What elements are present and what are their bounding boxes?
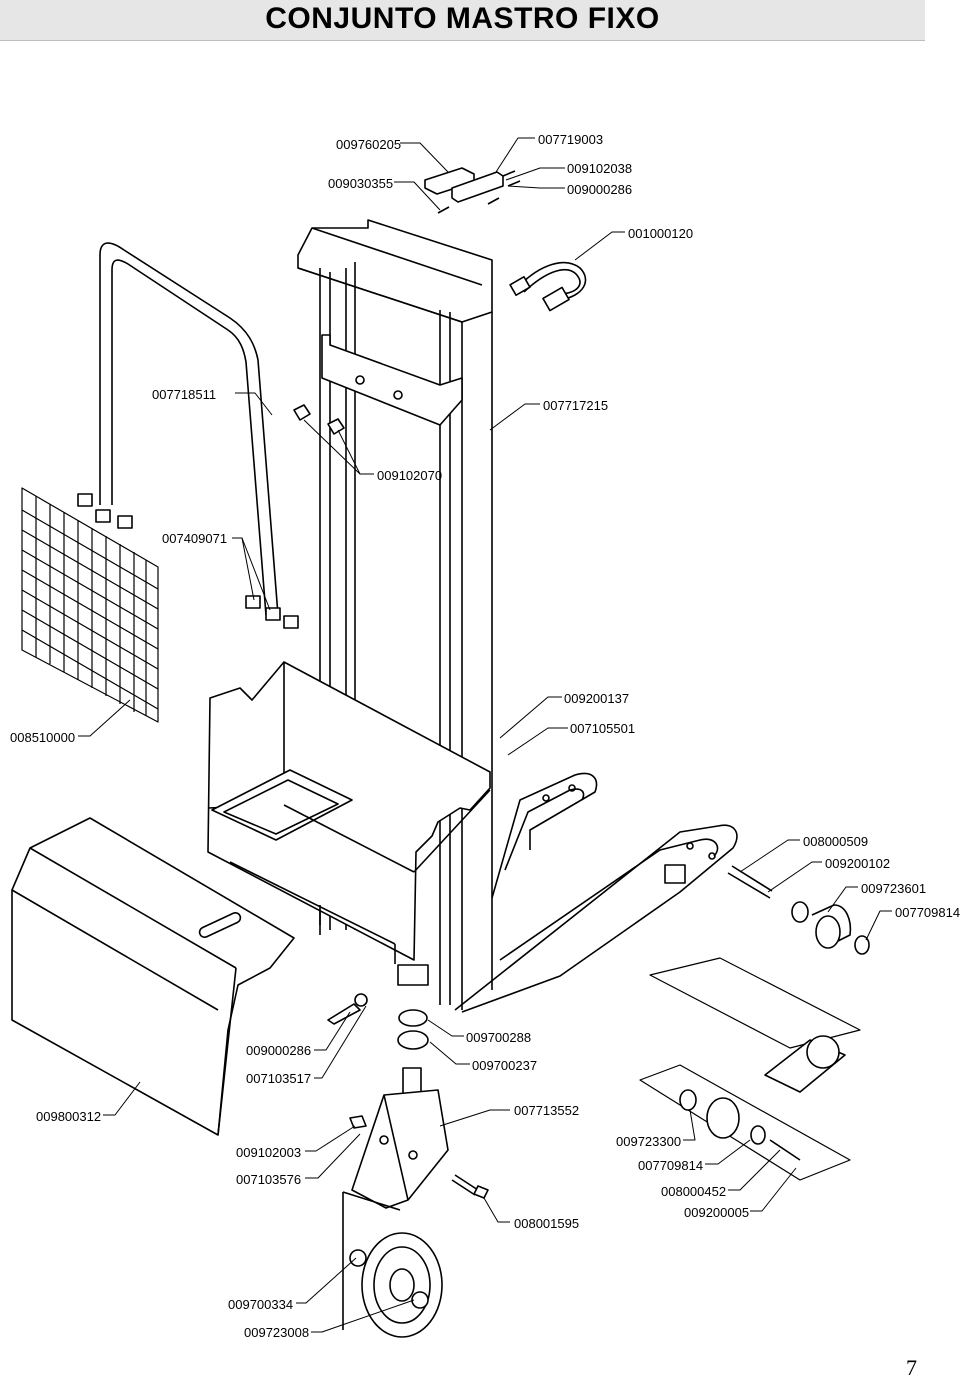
part-label: 008000452 [661, 1184, 726, 1199]
platform-box [207, 661, 491, 964]
page-number: 7 [906, 1355, 917, 1380]
part-label: 009200137 [564, 691, 629, 706]
part-label: 008510000 [10, 730, 75, 745]
wheel-fork [342, 1089, 489, 1330]
part-label: 009102070 [377, 468, 442, 483]
link-plate-assembly [639, 957, 861, 1181]
part-label: 009700237 [472, 1058, 537, 1073]
part-label: 009030355 [328, 176, 393, 191]
part-label: 008000509 [803, 834, 868, 849]
part-label: 008001595 [514, 1216, 579, 1231]
part-label: 007718511 [152, 387, 216, 402]
part-label: 009723008 [244, 1325, 309, 1340]
hydraulic-hose [509, 261, 587, 312]
part-label: 009723300 [616, 1134, 681, 1149]
wheel [349, 1232, 443, 1338]
part-label: 009723601 [861, 881, 926, 896]
leader-lines [78, 137, 892, 1333]
part-label: 009200005 [684, 1205, 749, 1220]
part-label: 009800312 [36, 1109, 101, 1124]
part-label: 007709814 [638, 1158, 703, 1173]
mast-top-crossbar [297, 219, 493, 323]
mast-middle-plate [321, 334, 463, 426]
title-bar [0, 0, 925, 41]
part-label: 007409071 [162, 531, 227, 546]
part-label: 007719003 [538, 132, 603, 147]
push-handle [77, 242, 345, 629]
part-label: 001000120 [628, 226, 693, 241]
part-label: 007713552 [514, 1103, 579, 1118]
part-label: 007709814 [895, 905, 960, 920]
part-label: 007717215 [543, 398, 608, 413]
side-cover [11, 817, 295, 1136]
part-label: 009200102 [825, 856, 890, 871]
part-label: 009000286 [246, 1043, 311, 1058]
part-label: 007103517 [246, 1071, 311, 1086]
part-labels: 009760205 009030355 007719003 009102038 … [10, 132, 960, 1340]
part-label: 009700334 [228, 1297, 293, 1312]
part-label: 007103576 [236, 1172, 301, 1187]
top-bracket-assembly [424, 167, 521, 214]
mesh-guard [21, 487, 159, 723]
part-label: 009760205 [336, 137, 401, 152]
part-label: 009102003 [236, 1145, 301, 1160]
roller-assembly-upper [727, 865, 870, 955]
part-label: 009000286 [567, 182, 632, 197]
bearing-stack [327, 964, 429, 1095]
part-label: 009102038 [567, 161, 632, 176]
part-label: 009700288 [466, 1030, 531, 1045]
page-title: CONJUNTO MASTRO FIXO [265, 2, 660, 35]
part-label: 007105501 [570, 721, 635, 736]
forks [454, 772, 738, 1013]
